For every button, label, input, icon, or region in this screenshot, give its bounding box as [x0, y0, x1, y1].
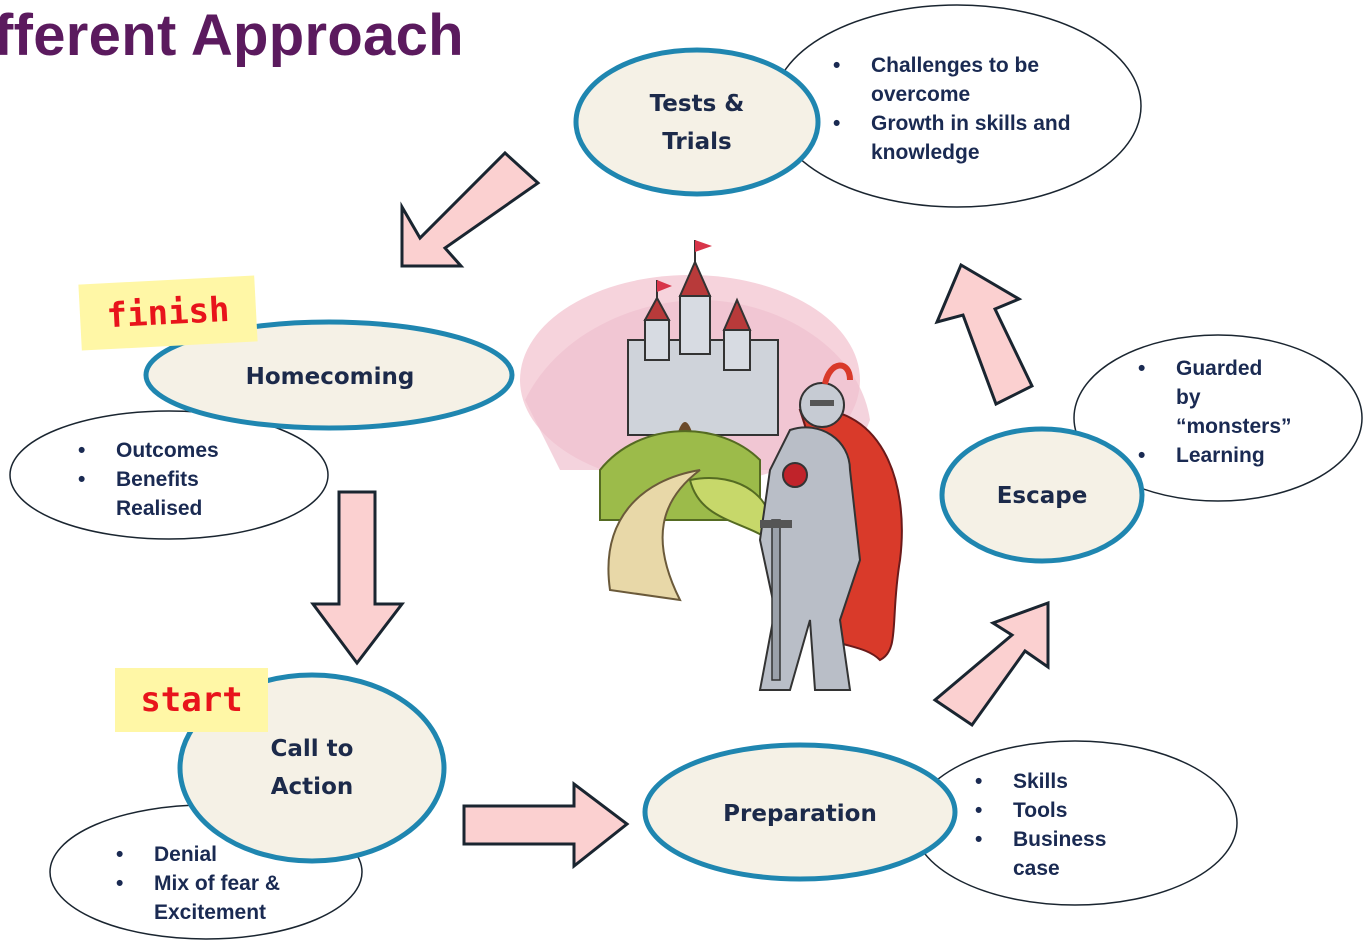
tests-label-line-1: Tests &	[649, 91, 745, 117]
homecoming-stage	[143, 319, 515, 431]
finish-tag: finish	[78, 275, 258, 351]
call-note: Mix of fear & Excitement	[116, 869, 316, 927]
tests-stage	[573, 47, 821, 197]
tests-note: Challenges to be overcome	[833, 51, 1073, 109]
arrow-escape-to-tests	[934, 262, 1034, 407]
arrow-preparation-to-escape	[932, 600, 1050, 728]
tests-note: Growth in skills and knowledge	[833, 109, 1073, 167]
preparation-notes: Skills Tools Business case	[975, 767, 1135, 883]
call-notes: Denial Mix of fear & Excitement	[116, 840, 316, 927]
escape-label: Escape	[996, 483, 1088, 509]
arrow-call-to-preparation	[462, 780, 630, 870]
preparation-note: Skills	[975, 767, 1135, 796]
preparation-label: Preparation	[723, 801, 877, 827]
escape-notes: Guarded by “monsters” Learning	[1138, 354, 1292, 470]
escape-stage	[939, 426, 1145, 564]
call-note: Denial	[116, 840, 316, 869]
knight-castle-illustration	[520, 240, 903, 691]
arrow-tests-to-homecoming	[400, 150, 541, 268]
tests-label-line-2: Trials	[662, 129, 732, 155]
homecoming-notes: Outcomes Benefits Realised	[78, 436, 268, 523]
tests-notes: Challenges to be overcome Growth in skil…	[833, 51, 1073, 167]
escape-note: Guarded by “monsters”	[1138, 354, 1292, 441]
start-tag: start	[115, 668, 268, 732]
preparation-note: Business case	[975, 825, 1135, 883]
homecoming-note: Outcomes	[78, 436, 268, 465]
call-label-line-2: Action	[270, 774, 354, 800]
page-title: fferent Approach	[0, 3, 464, 68]
preparation-stage	[642, 742, 958, 882]
escape-note: Learning	[1138, 441, 1288, 470]
homecoming-note: Benefits Realised	[78, 465, 268, 523]
preparation-note: Tools	[975, 796, 1135, 825]
call-label-line-1: Call to	[270, 736, 354, 762]
tests-label: Tests & Trials	[617, 85, 777, 161]
homecoming-label: Homecoming	[245, 364, 415, 390]
arrow-homecoming-to-call	[310, 490, 406, 666]
call-label: Call to Action	[232, 730, 392, 806]
